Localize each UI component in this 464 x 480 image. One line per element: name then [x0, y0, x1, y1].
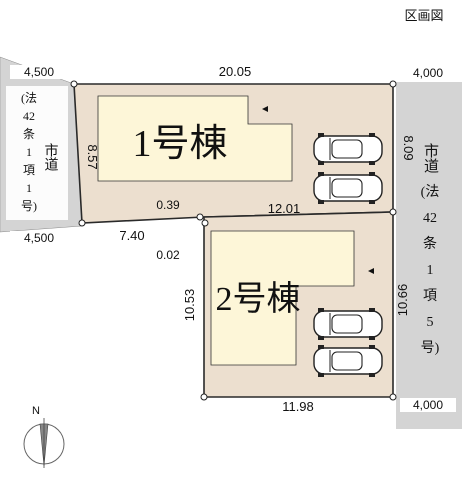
marker-nw	[70, 80, 78, 88]
marker-sw-lot2	[200, 393, 208, 401]
right-road-width-top: 4,000	[413, 66, 443, 80]
right-road-sub-2: 条	[423, 235, 437, 252]
marker-offset-lower	[201, 219, 209, 227]
right-road-sub-4: 項	[423, 289, 437, 304]
lot-1-name: 1号棟	[132, 123, 227, 165]
lot-2-bottom-dimension: 11.98	[282, 399, 314, 414]
corner-offset-lower: 0.02	[156, 248, 180, 262]
right-road-sub-6: 号)	[421, 341, 440, 356]
corner-offset-upper: 0.39	[156, 198, 180, 212]
left-road-label-box	[6, 86, 68, 220]
parking-car-icon	[313, 345, 383, 377]
parking-car-icon	[313, 308, 383, 340]
lot-2-building	[210, 230, 355, 366]
plan-title: 区画図	[404, 8, 443, 23]
left-road-sub-5: 1	[26, 181, 32, 195]
right-road	[396, 82, 462, 429]
lot-1-left-dimension: 8.57	[85, 144, 100, 169]
boundary-markers	[70, 80, 397, 401]
left-road-width-top-box	[10, 65, 68, 79]
compass-north-label: N	[32, 405, 40, 417]
marker-se	[389, 393, 397, 401]
left-road-sub-3: 1	[26, 145, 32, 159]
lot-1-top-dimension: 20.05	[219, 64, 252, 79]
marker-mid-east	[389, 208, 397, 216]
marker-sw-lot1	[78, 219, 86, 227]
right-road-label: 市道	[422, 143, 439, 173]
lot-2-name: 2号棟	[216, 280, 301, 318]
right-road-sub-0: (法	[421, 184, 440, 200]
right-road-sub-5: 5	[427, 315, 434, 330]
lot-2-entrance-icon	[368, 268, 374, 274]
right-road-width-bottom-box	[400, 398, 456, 412]
right-road-width-bottom: 4,000	[413, 398, 443, 412]
left-road-sub-1: 42	[23, 109, 35, 123]
parking-car-icon	[313, 133, 383, 165]
left-road-width-top: 4,500	[24, 65, 54, 79]
lot-1-bottom-left-dimension: 7.40	[119, 228, 144, 243]
left-road-sub-0: (法	[21, 91, 37, 105]
left-road-width-bottom-box	[10, 231, 68, 245]
left-road-sub-6: 号)	[21, 199, 37, 213]
lot-1-entrance-icon	[262, 106, 268, 112]
left-road-label: 市道	[43, 142, 59, 172]
marker-ne	[389, 80, 397, 88]
right-road-sub-3: 1	[427, 263, 434, 278]
lot-1-bottom-dimension: 12.01	[268, 201, 301, 216]
right-road-legal-basis: (法 42 条 1 項 5 号)	[421, 184, 440, 356]
north-arrow-icon: N	[23, 405, 65, 468]
lot-1-right-dimension: 8.09	[401, 135, 416, 160]
left-road-width-bottom: 4,500	[24, 231, 54, 245]
lot-2-right-dimension: 10.66	[395, 284, 410, 317]
left-road-sub-4: 項	[23, 163, 35, 177]
right-road-sub-1: 42	[423, 211, 437, 226]
lot-2-left-dimension: 10.53	[182, 289, 197, 322]
left-road-legal-basis: (法 42 条 1 項 1 号)	[21, 91, 37, 213]
right-road-width-top-box	[400, 66, 456, 80]
lot-1-building	[97, 95, 293, 182]
left-road-sub-2: 条	[23, 127, 35, 141]
parking-car-icon	[313, 172, 383, 204]
marker-offset-upper	[196, 213, 204, 221]
